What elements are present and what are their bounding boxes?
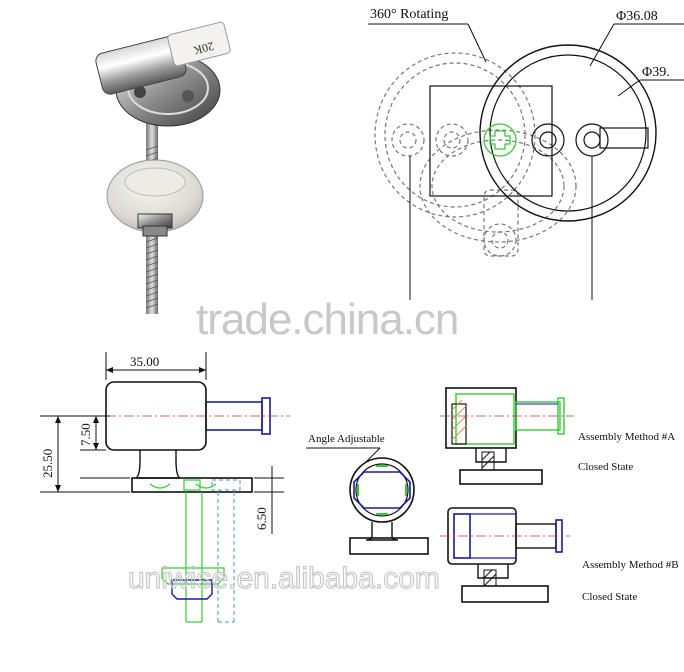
rod-threads xyxy=(145,145,159,309)
rotating-label: 360° Rotating xyxy=(370,7,448,22)
assembly-b-drawing xyxy=(440,507,570,603)
watermark-trade-china: trade.china.cn xyxy=(196,295,458,344)
angle-blue-octagon xyxy=(353,471,411,509)
cyan-dashed-bolt xyxy=(211,479,241,623)
green-bolt xyxy=(161,479,225,623)
assembly-b-state: Closed State xyxy=(582,591,637,603)
green-screw xyxy=(483,123,517,157)
diameter-large-label: Φ39. xyxy=(642,65,670,80)
angle-adjustable-drawing xyxy=(306,447,429,555)
dim-height-total: 25.50 xyxy=(40,449,55,478)
watermark-alibaba: uniwise.en.alibaba.com xyxy=(128,562,440,595)
angle-outer-ring xyxy=(349,457,415,523)
side-base-plate xyxy=(131,477,253,493)
dim-width: 35.00 xyxy=(130,354,159,369)
product-photo: 20K xyxy=(95,21,231,314)
outer-circle xyxy=(479,44,657,222)
screw-hole xyxy=(134,86,146,98)
body-outline xyxy=(429,85,553,197)
rotation-drawing xyxy=(368,23,684,300)
assembly-a-drawing xyxy=(440,387,574,485)
dashed-rotation-paths xyxy=(374,52,577,257)
angle-adjustable-label: Angle Adjustable xyxy=(308,433,385,445)
white-adjust-knob xyxy=(167,21,231,67)
blue-nut xyxy=(171,579,213,600)
dim-height-body: 7.50 xyxy=(78,423,93,446)
knob-marking: 20K xyxy=(192,39,216,58)
inner-circle xyxy=(489,54,647,212)
assembly-a-state: Closed State xyxy=(578,461,633,473)
side-view-drawing xyxy=(40,352,290,623)
dim-base: 6.50 xyxy=(254,507,269,530)
assembly-a-label: Assembly Method #A xyxy=(578,431,675,443)
diameter-small-label: Φ36.08 xyxy=(616,9,658,24)
assembly-b-label: Assembly Method #B xyxy=(582,559,679,571)
